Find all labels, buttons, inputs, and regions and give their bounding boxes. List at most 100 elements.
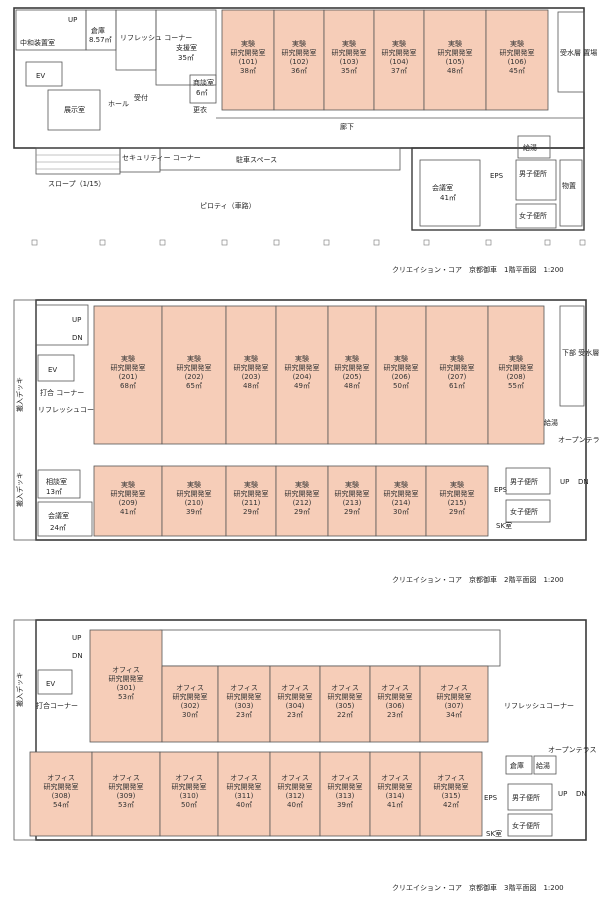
room-fill <box>425 305 489 445</box>
room-area: 55㎡ <box>508 382 524 390</box>
room-fill <box>93 305 163 445</box>
room-title: 実験 <box>342 39 356 48</box>
floor-2-meeting-corner: 打合 コーナー <box>40 388 84 397</box>
floor-3-meeting-corner: 打合コーナー <box>36 701 78 710</box>
room-fill <box>89 629 163 743</box>
room-subtitle: 研究開発室 <box>437 692 472 701</box>
room-area: 48㎡ <box>243 382 259 390</box>
room-no: (311) <box>235 792 254 800</box>
room-subtitle: 研究開発室 <box>227 782 262 791</box>
floor-3-refresh: リフレッシュコーナー <box>504 702 574 710</box>
floor-2-plan: 搬入デッキ 搬入デッキ UP DN EV 打合 コーナー リフレッシュコーナー … <box>13 299 600 584</box>
room-fill <box>29 751 93 837</box>
room-title: 実験 <box>510 39 524 48</box>
room-title: 実験 <box>450 354 464 363</box>
room-subtitle: 研究開発室 <box>438 48 473 57</box>
floor-1-service-block <box>411 147 585 231</box>
floor-2-elevator <box>37 354 75 382</box>
grid-marker <box>159 239 166 246</box>
mens-label: 男子便所 <box>519 169 547 178</box>
floor-2-consult-room <box>37 469 81 499</box>
room-area: 45㎡ <box>509 67 525 75</box>
room-area: 29㎡ <box>449 508 465 516</box>
room-subtitle: 研究開発室 <box>111 363 146 372</box>
room-subtitle: 研究開発室 <box>177 363 212 372</box>
room-fill <box>217 751 271 837</box>
floor-2-consult-label: 相談室 <box>46 477 67 486</box>
room-title: 実験 <box>187 354 201 363</box>
floor-3-caption: クリエイション・コア 京都御車 3階平面図 1:200 <box>392 883 564 892</box>
grid-marker <box>485 239 492 246</box>
grid-marker <box>373 239 380 246</box>
floor-2-caption: クリエイション・コア 京都御車 2階平面図 1:200 <box>392 575 564 584</box>
floor-2-dn: DN <box>72 334 83 342</box>
room-no: (313) <box>336 792 355 800</box>
room-subtitle: 研究開発室 <box>177 489 212 498</box>
room-no: (209) <box>119 499 138 507</box>
grid-marker <box>99 239 106 246</box>
room-area: 50㎡ <box>181 801 197 809</box>
floor-2-kitchen: 給湯 <box>544 418 558 427</box>
room-fill <box>269 665 321 743</box>
room-no: (213) <box>343 499 362 507</box>
room-fill <box>319 751 371 837</box>
floor-3-womens-label: 女子便所 <box>512 821 540 830</box>
room-subtitle: 研究開発室 <box>384 489 419 498</box>
room-area: 35㎡ <box>341 67 357 75</box>
floor-3-warehouse-label: 倉庫 <box>510 761 524 770</box>
room-subtitle: 研究開発室 <box>278 782 313 791</box>
room-subtitle: 研究開発室 <box>234 363 269 372</box>
room-title: 実験 <box>121 480 135 489</box>
room-title: 実験 <box>392 39 406 48</box>
room-fill <box>485 9 549 111</box>
floor-2-terrace: オープンテラス <box>558 436 600 444</box>
eps-label: EPS <box>490 172 504 180</box>
warehouse-area: 8.57㎡ <box>89 36 112 44</box>
womens-label: 女子便所 <box>519 211 547 220</box>
room-fill <box>419 751 483 837</box>
floor-3-dn: DN <box>72 652 83 660</box>
room-area: 29㎡ <box>344 508 360 516</box>
floor-2-ev-label: EV <box>48 366 57 374</box>
room-area: 54㎡ <box>53 801 69 809</box>
room-no: (214) <box>392 499 411 507</box>
changing-label: 更衣 <box>193 105 207 114</box>
room-area: 40㎡ <box>287 801 303 809</box>
room-no: (206) <box>392 373 411 381</box>
parking-label: 駐車スペース <box>236 155 277 164</box>
room-area: 40㎡ <box>236 801 252 809</box>
storage-label: 物置 <box>562 181 576 190</box>
room-no: (307) <box>445 702 464 710</box>
room-subtitle: 研究開発室 <box>285 363 320 372</box>
floor-3-office-rooms: オフィス研究開発室(301)53㎡オフィス研究開発室(302)30㎡オフィス研究… <box>29 629 489 837</box>
room-area: 23㎡ <box>236 711 252 719</box>
room-area: 48㎡ <box>447 67 463 75</box>
room-area: 41㎡ <box>120 508 136 516</box>
room-title: オフィス <box>440 684 468 692</box>
deck-strip <box>13 299 37 541</box>
room-title: 実験 <box>509 354 523 363</box>
grid-marker <box>544 239 551 246</box>
room-title: 実験 <box>295 354 309 363</box>
consult-area: 6㎡ <box>196 89 207 97</box>
floor-3-up: UP <box>72 634 81 642</box>
room-title: 実験 <box>244 354 258 363</box>
room-title: オフィス <box>176 684 204 692</box>
grid-marker <box>423 239 430 246</box>
room-fill <box>487 305 545 445</box>
